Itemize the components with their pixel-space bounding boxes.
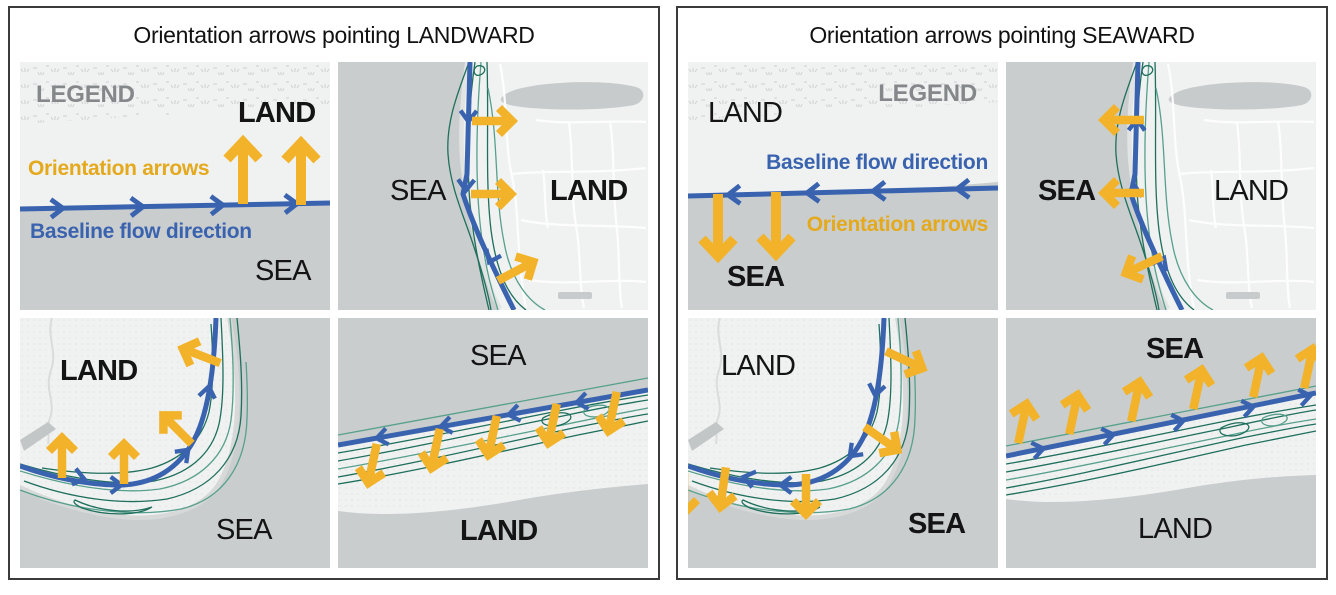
sea-label: SEA	[255, 255, 312, 287]
land-label: LAND	[60, 355, 137, 387]
sea-label: SEA	[390, 175, 447, 207]
sea-area	[20, 204, 330, 310]
sea-area	[688, 182, 998, 310]
map-bar	[1226, 292, 1260, 299]
mainland-area	[338, 484, 648, 568]
bay-map-quadrant: LAND SEA	[688, 318, 998, 568]
marsh-texture	[20, 62, 330, 124]
panel-title: Orientation arrows pointing LANDWARD	[133, 22, 535, 48]
sea-label: SEA	[470, 340, 527, 372]
sea-area	[338, 318, 648, 443]
pond	[1168, 82, 1312, 110]
land-label: LAND	[708, 97, 782, 129]
spit	[688, 422, 724, 451]
panel-seaward: Orientation arrows pointing SEAWARD LEGE…	[676, 6, 1328, 580]
bay-map-quadrant: LAND SEA	[20, 318, 330, 568]
orientation-arrows-label: Orientation arrows	[807, 213, 988, 236]
coast-map-quadrant: SEA LAND	[1006, 62, 1316, 310]
beach-texture	[20, 318, 236, 516]
pond	[500, 82, 644, 110]
marsh-texture	[688, 62, 998, 120]
mainland-area	[1006, 475, 1316, 568]
coast-map-quadrant: SEA LAND	[338, 62, 648, 310]
land-label: LAND	[550, 175, 627, 207]
legend-quadrant: LEGEND LAND Baseline flow direction Orie…	[688, 62, 998, 310]
barrier-map-quadrant: SEA LAND	[1006, 318, 1316, 568]
legend-heading: LEGEND	[878, 80, 977, 107]
sea-area	[338, 62, 498, 310]
panel-landward: Orientation arrows pointing LANDWARD LEG…	[8, 6, 660, 580]
land-label: LAND	[238, 97, 315, 129]
legend-quadrant: LEGEND LAND Orientation arrows Baseline …	[20, 62, 330, 310]
land-label: LAND	[721, 350, 795, 382]
beach-texture	[1006, 395, 1316, 498]
sea-label: SEA	[1038, 175, 1096, 207]
baseline-flow-label: Baseline flow direction	[30, 220, 252, 243]
baseline-flow-label: Baseline flow direction	[766, 151, 988, 174]
sea-label: SEA	[216, 514, 273, 546]
sea-label: SEA	[908, 508, 966, 540]
baseline	[460, 62, 517, 310]
land-label: LAND	[1214, 175, 1288, 207]
barrier-map-quadrant: SEA LAND	[338, 318, 648, 568]
sea-label: SEA	[727, 261, 785, 293]
sea-label: SEA	[1146, 333, 1204, 365]
map-bar	[558, 292, 592, 299]
land-label: LAND	[1138, 513, 1212, 545]
spit	[20, 422, 56, 451]
shoreline-lines	[1006, 385, 1316, 496]
panel-title: Orientation arrows pointing SEAWARD	[809, 22, 1195, 48]
road-network	[1166, 63, 1315, 309]
baseline	[20, 200, 330, 212]
orientation-arrows-label: Orientation arrows	[28, 157, 209, 180]
baseline	[688, 185, 998, 199]
land-label: LAND	[460, 515, 537, 547]
sea-area	[1006, 318, 1316, 454]
legend-heading: LEGEND	[36, 81, 135, 108]
baseline	[688, 318, 887, 488]
beach-texture	[688, 318, 904, 516]
